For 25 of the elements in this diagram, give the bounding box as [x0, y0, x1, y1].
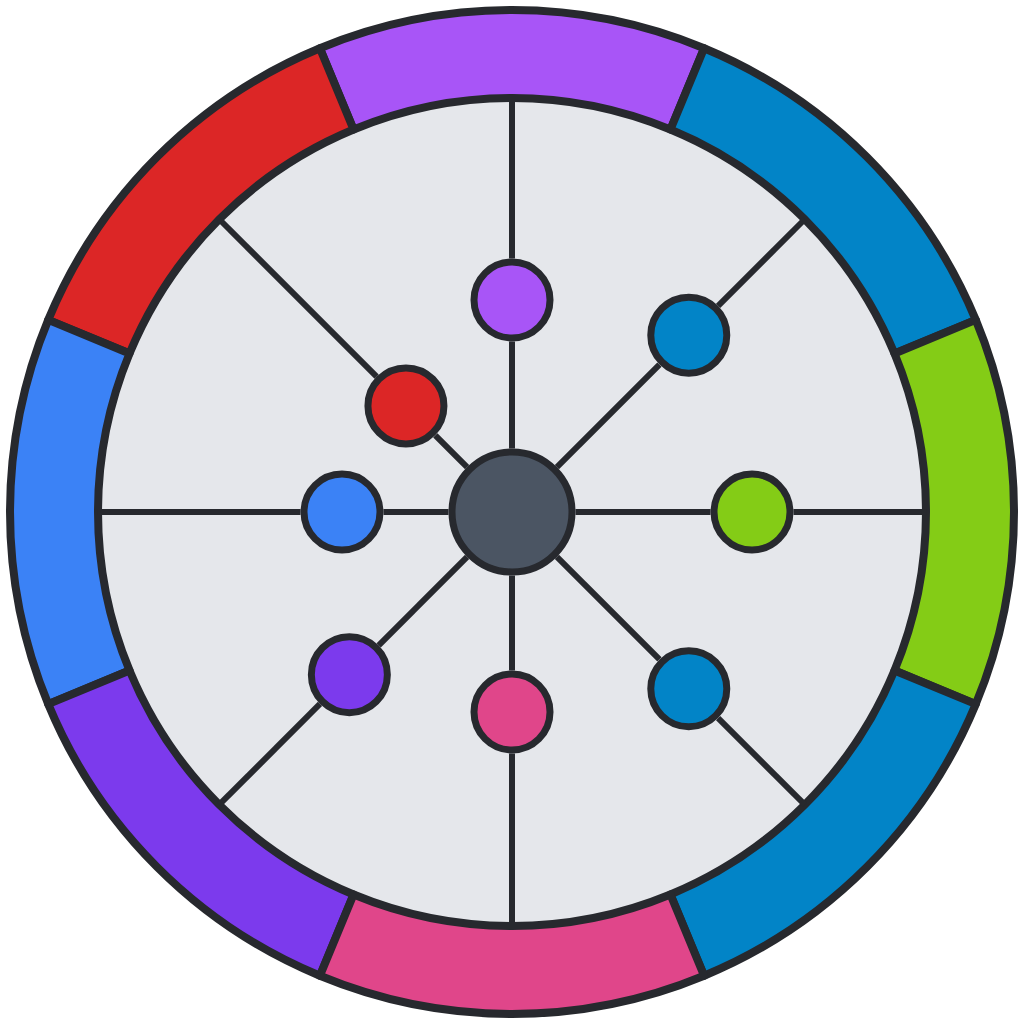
spoke-line	[554, 362, 662, 470]
spoke-line	[433, 433, 470, 470]
spoke-line	[376, 554, 470, 648]
spoke-line	[509, 341, 515, 449]
ring-segment	[44, 666, 358, 980]
spoke-line	[575, 509, 711, 515]
spoke-line	[509, 98, 515, 259]
spoke-line	[217, 701, 323, 807]
spoke-line	[793, 509, 926, 515]
spoke-line	[716, 217, 807, 308]
ring-segment	[315, 890, 709, 1018]
ring-segment	[315, 6, 709, 134]
ring-segment	[6, 315, 134, 709]
hub-circle	[448, 448, 576, 576]
ring-segment	[890, 315, 1018, 709]
ring-segment	[666, 666, 980, 980]
spoke-line	[98, 509, 301, 515]
spoke-line	[383, 509, 449, 515]
spoke-line	[554, 554, 662, 662]
ring-segment	[666, 44, 980, 358]
ring-segment	[44, 44, 358, 358]
spoke-line	[509, 753, 515, 926]
spoke-line	[716, 716, 807, 807]
spoke-line	[217, 217, 379, 379]
spoke-line	[509, 575, 515, 671]
